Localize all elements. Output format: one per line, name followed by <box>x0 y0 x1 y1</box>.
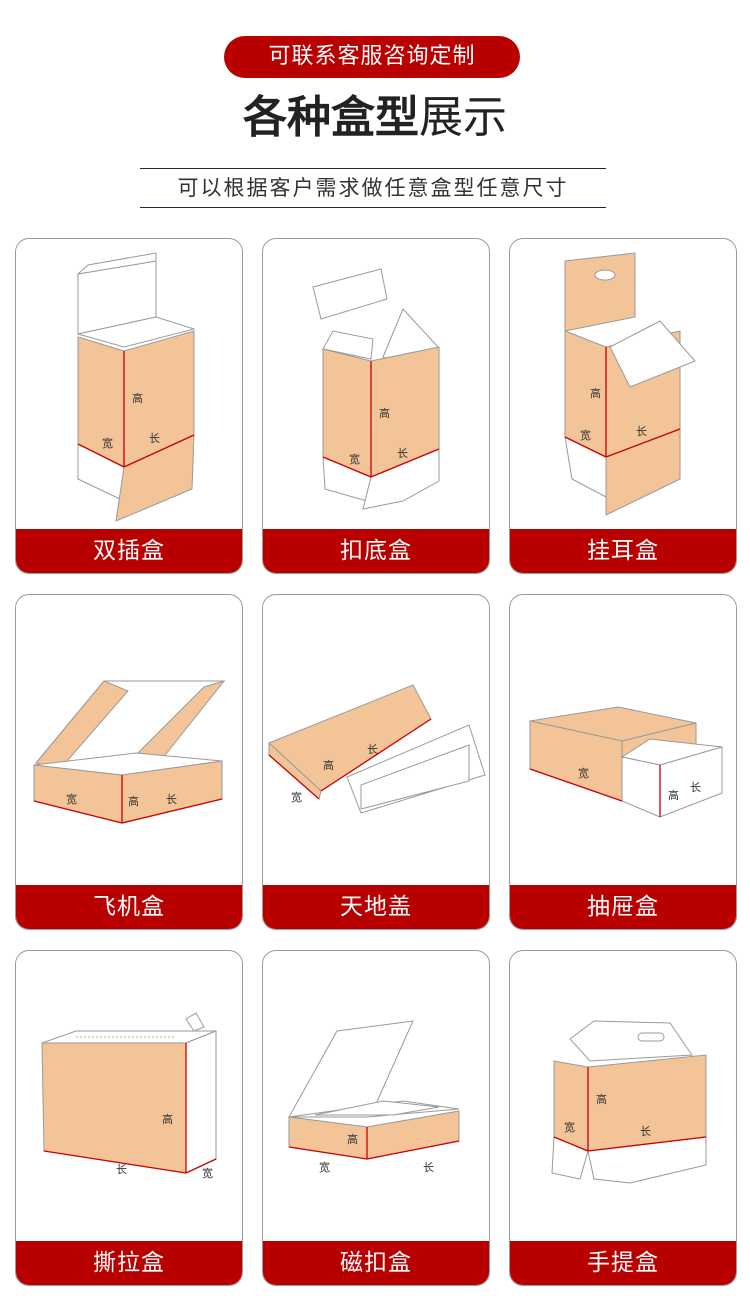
mailer-box-icon: 宽 高 长 <box>33 680 226 824</box>
dim-height: 高 <box>323 758 334 772</box>
dim-length: 长 <box>116 1163 127 1176</box>
box-label: 飞机盒 <box>16 885 242 929</box>
dim-length: 长 <box>149 432 160 445</box>
dim-width: 宽 <box>102 436 113 450</box>
dim-height: 高 <box>128 794 139 808</box>
box-label: 手提盒 <box>510 1241 736 1285</box>
dim-length: 长 <box>166 793 177 806</box>
dim-length: 长 <box>423 1161 434 1174</box>
dim-width: 宽 <box>202 1166 213 1180</box>
box-label: 双插盒 <box>16 529 242 573</box>
dim-width: 宽 <box>319 1160 330 1174</box>
box-label: 磁扣盒 <box>263 1241 489 1285</box>
dim-width: 宽 <box>580 428 591 442</box>
dim-height: 高 <box>132 391 143 405</box>
box-label: 天地盖 <box>263 885 489 929</box>
lock-bottom-box-icon: 高 宽 长 <box>312 268 440 510</box>
dim-length: 长 <box>636 425 647 438</box>
box-card-lid-base[interactable]: 宽 高 长 天地盖 <box>262 594 490 930</box>
box-label: 抽屉盒 <box>510 885 736 929</box>
consult-banner: 可联系客服咨询定制 <box>224 36 520 78</box>
dim-length: 长 <box>367 743 378 756</box>
box-card-lock-bottom[interactable]: 高 宽 长 扣底盒 <box>262 238 490 574</box>
dim-width: 宽 <box>66 792 77 806</box>
box-card-hanger[interactable]: 高 宽 长 挂耳盒 <box>509 238 737 574</box>
dim-length: 长 <box>640 1125 651 1138</box>
box-card-tear-strip[interactable]: 高 长 宽 撕拉盒 <box>15 950 243 1286</box>
dim-height: 高 <box>590 386 601 400</box>
box-card-drawer[interactable]: 宽 高 长 抽屉盒 <box>509 594 737 930</box>
title-light: 展示 <box>419 92 507 143</box>
box-card-magnetic[interactable]: 高 宽 长 磁扣盒 <box>262 950 490 1286</box>
box-card-double-tuck[interactable]: 高 宽 长 双插盒 <box>15 238 243 574</box>
dim-height: 高 <box>596 1092 607 1106</box>
dim-height: 高 <box>668 788 679 802</box>
dim-width: 宽 <box>349 452 360 466</box>
lid-base-box-icon: 宽 高 长 <box>268 684 486 814</box>
title-bold: 各种盒型 <box>243 92 419 143</box>
hanger-box-icon: 高 宽 长 <box>564 252 696 516</box>
dim-width: 宽 <box>291 790 302 804</box>
dim-width: 宽 <box>578 766 589 780</box>
box-card-mailer[interactable]: 宽 高 长 飞机盒 <box>15 594 243 930</box>
page-title: 各种盒型展示 <box>0 90 750 146</box>
box-label: 扣底盒 <box>263 529 489 573</box>
box-label: 挂耳盒 <box>510 529 736 573</box>
handle-box-icon: 高 宽 长 <box>551 1020 707 1184</box>
dim-width: 宽 <box>564 1120 575 1134</box>
dim-height: 高 <box>379 406 390 420</box>
dim-height: 高 <box>162 1112 173 1126</box>
magnetic-box-icon: 高 宽 长 <box>288 1020 460 1174</box>
double-tuck-box-icon: 高 宽 长 <box>76 252 196 522</box>
box-grid: 高 宽 长 双插盒 高 宽 长 扣底盒 <box>15 238 737 1288</box>
box-card-handle[interactable]: 高 宽 长 手提盒 <box>509 950 737 1286</box>
tear-strip-box-icon: 高 长 宽 <box>41 1012 217 1180</box>
subtitle: 可以根据客户需求做任意盒型任意尺寸 <box>140 168 606 208</box>
drawer-box-icon: 宽 高 长 <box>529 706 723 818</box>
box-label: 撕拉盒 <box>16 1241 242 1285</box>
dim-length: 长 <box>690 781 701 794</box>
dim-height: 高 <box>347 1132 358 1146</box>
dim-length: 长 <box>397 447 408 460</box>
